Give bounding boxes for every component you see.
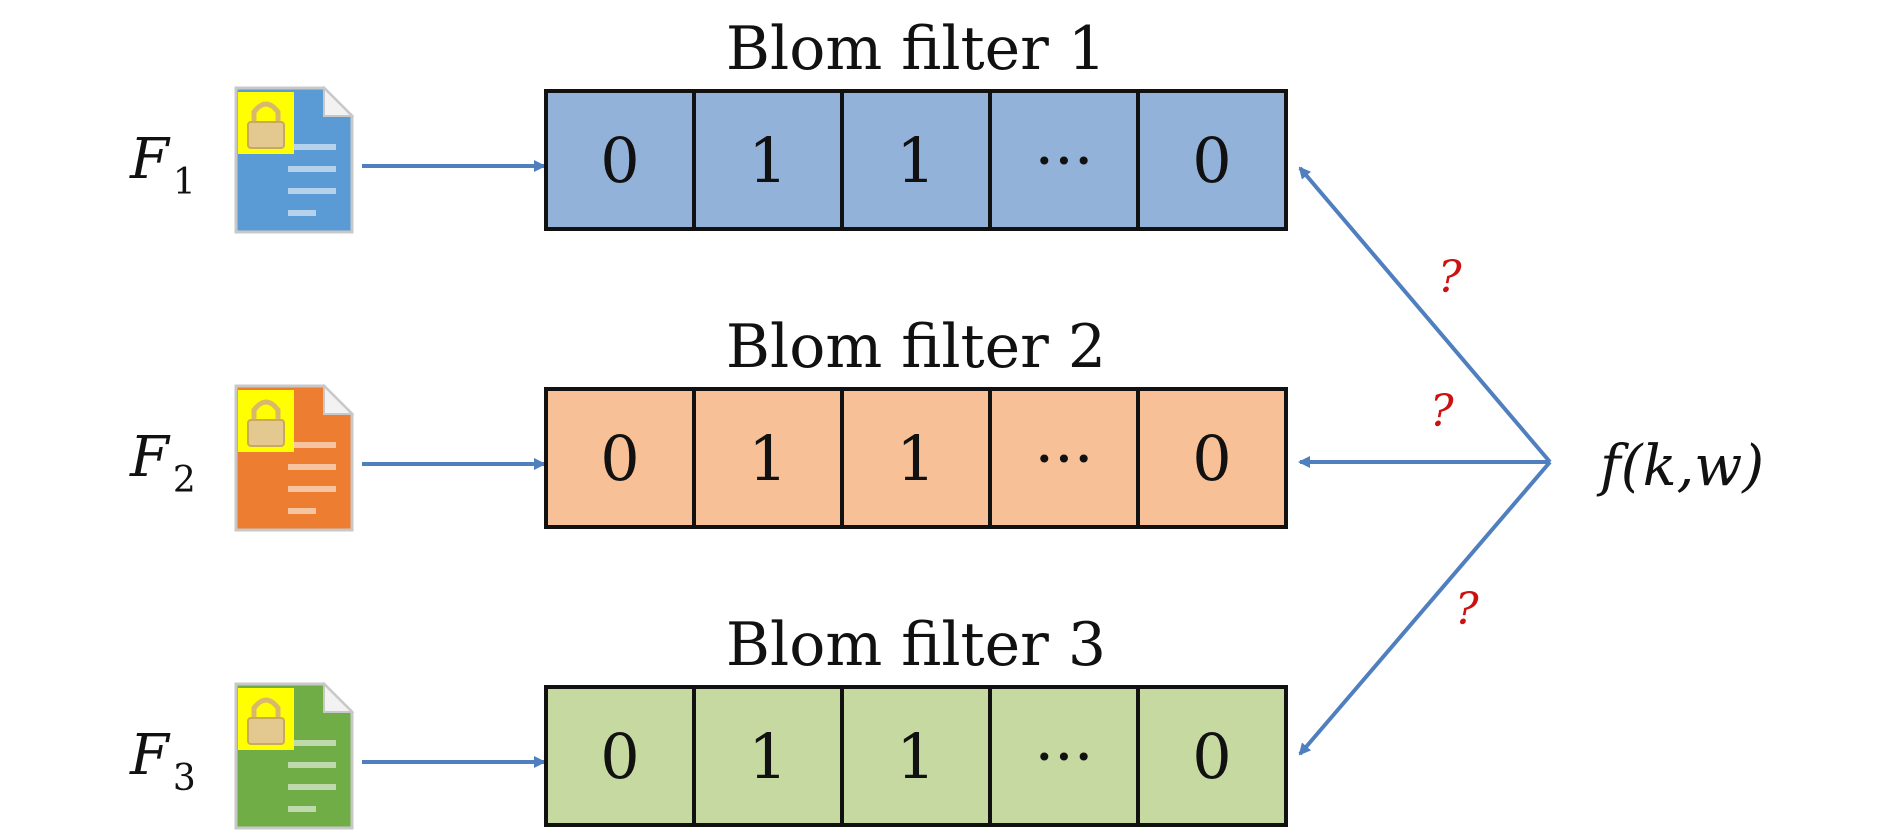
question-mark: ? bbox=[1438, 252, 1462, 303]
filter-cell bbox=[692, 89, 844, 231]
filter-cell-value: 1 bbox=[748, 124, 787, 197]
filter-cell bbox=[988, 685, 1140, 827]
lock-icon bbox=[238, 390, 294, 452]
filter-cell bbox=[988, 89, 1140, 231]
filter-cell bbox=[544, 89, 696, 231]
filter-cell-value: 1 bbox=[896, 422, 935, 495]
file-label-letter: F bbox=[129, 723, 171, 788]
lock-icon bbox=[238, 92, 294, 154]
filter-title: Blom filter 2 bbox=[726, 312, 1106, 382]
filter-cell-value: 0 bbox=[1192, 124, 1231, 197]
filter-cell bbox=[1136, 89, 1288, 231]
query-arrow bbox=[1298, 166, 1552, 464]
filter-cell-value: 0 bbox=[600, 422, 639, 495]
filter-cell bbox=[988, 387, 1140, 529]
filter-cell bbox=[840, 387, 992, 529]
query-function-label: f(k,w) bbox=[1596, 434, 1764, 499]
file-label-letter: F bbox=[129, 425, 171, 490]
question-mark: ? bbox=[1455, 584, 1479, 635]
encrypted-file-icon bbox=[234, 383, 355, 532]
filter-cell bbox=[544, 387, 696, 529]
filter-cell bbox=[840, 685, 992, 827]
query-group: f(k,w) ??? bbox=[1298, 166, 1764, 756]
filter-cell-value: ··· bbox=[1034, 720, 1093, 793]
filter-cell bbox=[840, 89, 992, 231]
filter-cell-value: 1 bbox=[896, 124, 935, 197]
query-arrow bbox=[1298, 460, 1552, 756]
file-label-subscript: 1 bbox=[173, 162, 196, 203]
filter-cell-value: 1 bbox=[896, 720, 935, 793]
filter-cell-value: ··· bbox=[1034, 124, 1093, 197]
filter-cell-value: 0 bbox=[600, 720, 639, 793]
filter-title: Blom filter 3 bbox=[726, 610, 1106, 680]
filter-cell-value: 1 bbox=[748, 422, 787, 495]
filter-title: Blom filter 1 bbox=[726, 14, 1106, 84]
file-label-subscript: 3 bbox=[173, 758, 196, 799]
filter-cell-value: ··· bbox=[1034, 422, 1093, 495]
lock-icon bbox=[238, 688, 294, 750]
file-label-subscript: 2 bbox=[173, 460, 196, 501]
filter-cell bbox=[1136, 387, 1288, 529]
filter-cell bbox=[1136, 685, 1288, 827]
filter-cell-value: 1 bbox=[748, 720, 787, 793]
filter-cell-value: 0 bbox=[1192, 720, 1231, 793]
encrypted-file-icon bbox=[234, 681, 355, 830]
filter-cell-value: 0 bbox=[600, 124, 639, 197]
filter-cell-value: 0 bbox=[1192, 422, 1231, 495]
filter-cell bbox=[544, 685, 696, 827]
file-label-letter: F bbox=[129, 127, 171, 192]
filter-cell bbox=[692, 387, 844, 529]
encrypted-file-icon bbox=[234, 85, 355, 234]
question-mark: ? bbox=[1430, 386, 1454, 437]
